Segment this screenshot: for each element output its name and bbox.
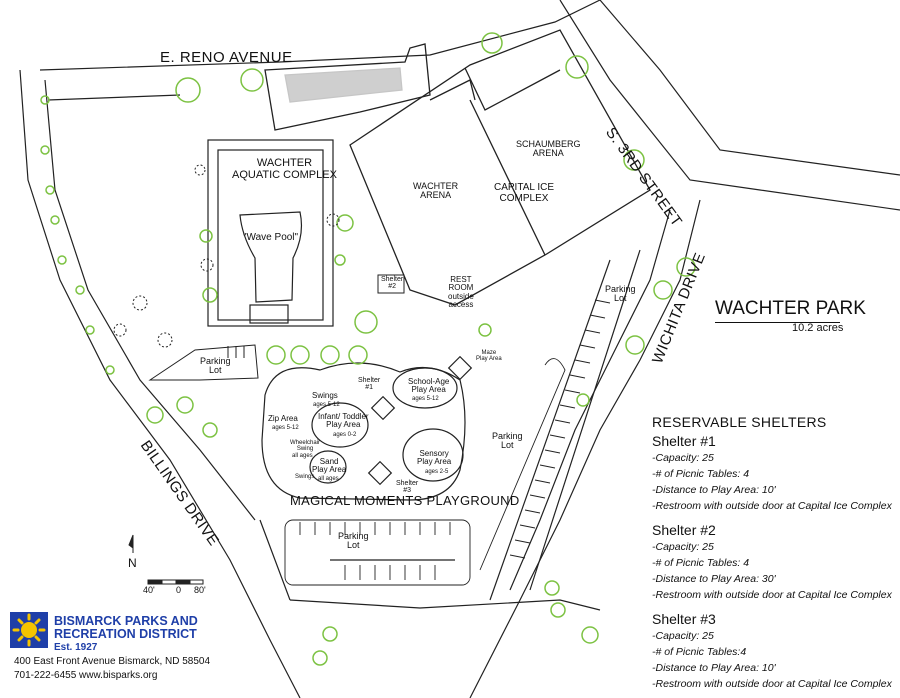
bottom-parking [284, 519, 471, 586]
shelter-row: -Capacity: 25 [652, 452, 714, 464]
phone-web: 701-222-6455 www.bisparks.org [14, 670, 158, 681]
restroom-label: REST ROOM outside access [448, 275, 474, 310]
logo-line-2: RECREATION DISTRICT [54, 627, 197, 641]
shelter-row: -# of Picnic Tables: 4 [652, 468, 750, 480]
logo-mark [10, 612, 48, 648]
shelter-2-marker: Shelter #2 [381, 276, 404, 291]
swings-label: Swings [312, 391, 338, 400]
shelter-name: Shelter #3 [652, 611, 716, 627]
right-parking-stripes [479, 249, 641, 601]
shelter-row: -Distance to Play Area: 10' [652, 662, 776, 674]
scale-label-80: 80' [194, 585, 206, 595]
arena-complex [349, 29, 651, 306]
shelter-2-box [377, 274, 405, 294]
logo-est: Est. 1927 [54, 642, 98, 653]
shelter-row: -Restroom with outside door at Capital I… [652, 678, 892, 690]
school-age-label: School-Age Play Area [408, 377, 450, 395]
parking-lot-label: Parking Lot [492, 431, 523, 451]
trees [40, 32, 696, 666]
title-underline [715, 322, 840, 323]
contact-info: 400 East Front Avenue Bismarck, ND 58504… [14, 655, 210, 683]
road-lines [19, 0, 900, 698]
sand-label: Sand Play Area [312, 457, 347, 475]
wheelchair-swing-label: Wheelchair Swing [290, 440, 321, 453]
park-title: WACHTER PARK [715, 298, 866, 319]
logo-line-1: BISMARCK PARKS AND [54, 614, 198, 628]
playground [261, 355, 473, 501]
shelter-name: Shelter #1 [652, 433, 716, 449]
reservable-shelters-panel: RESERVABLE SHELTERS Shelter #1 -Capacity… [652, 414, 898, 698]
north-arrow [128, 534, 134, 553]
shelter-row: -Capacity: 25 [652, 541, 714, 553]
shelter-row: -Capacity: 25 [652, 630, 714, 642]
scale-bar [147, 579, 204, 585]
shelter-1-marker: Shelter #1 [358, 377, 381, 392]
north-label: N [128, 556, 137, 570]
zip-area-ages: ages 5-12 [272, 425, 299, 431]
parking-lot-label: Parking Lot [200, 356, 231, 376]
playground-label: MAGICAL MOMENTS PLAYGROUND [290, 493, 520, 508]
scale-label-40: 40' [143, 585, 155, 595]
address: 400 East Front Avenue Bismarck, ND 58504 [14, 656, 211, 667]
parking-lot-label: Parking Lot [338, 531, 369, 551]
shelter-row: -# of Picnic Tables:4 [652, 646, 747, 658]
parking-lot-label: Parking Lot [605, 284, 636, 304]
infant-toddler-label: Infant/ Toddler Play Area [318, 412, 369, 430]
sensory-label: Sensory Play Area [417, 449, 452, 467]
sand-ages: all ages [318, 476, 339, 482]
wachter-arena-label: WACHTER ARENA [413, 181, 459, 201]
shelter-row: -Restroom with outside door at Capital I… [652, 589, 892, 601]
school-age-ages: ages 5-12 [412, 396, 439, 402]
swings-ages: ages 5-12 [313, 402, 340, 408]
aquatic-complex-label: WACHTER AQUATIC COMPLEX [232, 157, 337, 181]
infant-toddler-ages: ages 0-2 [333, 432, 357, 438]
aquatic-complex [207, 139, 334, 327]
wave-pool-label: "Wave Pool" [243, 232, 299, 243]
maze-label: Maze Play Area [476, 350, 502, 363]
shelter-name: Shelter #2 [652, 522, 716, 538]
shelter-3-info: Shelter #3 -Capacity: 25 -# of Picnic Ta… [652, 611, 898, 692]
scale-label-0: 0 [176, 585, 182, 595]
shrubs [113, 164, 340, 348]
sensory-ages: ages 2-5 [425, 469, 449, 475]
street-reno-label: E. RENO AVENUE [160, 49, 293, 66]
shelter-row: -Restroom with outside door at Capital I… [652, 500, 892, 512]
shelter-1-info: Shelter #1 -Capacity: 25 -# of Picnic Ta… [652, 433, 898, 514]
logo-text: BISMARCK PARKS AND RECREATION DISTRICT E… [54, 615, 198, 654]
left-parking [148, 344, 259, 381]
reno-building [264, 43, 431, 131]
zip-area-label: Zip Area [268, 414, 298, 423]
shelter-row: -Distance to Play Area: 30' [652, 573, 776, 585]
small-swings-label: Swings [295, 474, 315, 480]
wheelchair-swing-ages: all ages [292, 453, 313, 459]
shelter-2-info: Shelter #2 -Capacity: 25 -# of Picnic Ta… [652, 522, 898, 603]
shelter-row: -# of Picnic Tables: 4 [652, 557, 750, 569]
park-acres: 10.2 acres [792, 322, 844, 334]
shelter-row: -Distance to Play Area: 10' [652, 484, 776, 496]
capital-ice-label: CAPITAL ICE COMPLEX [494, 182, 555, 204]
reservable-shelters-heading: RESERVABLE SHELTERS [652, 414, 827, 430]
schaumberg-arena-label: SCHAUMBERG ARENA [516, 139, 581, 159]
shelter-3-marker: Shelter #3 [396, 480, 419, 495]
